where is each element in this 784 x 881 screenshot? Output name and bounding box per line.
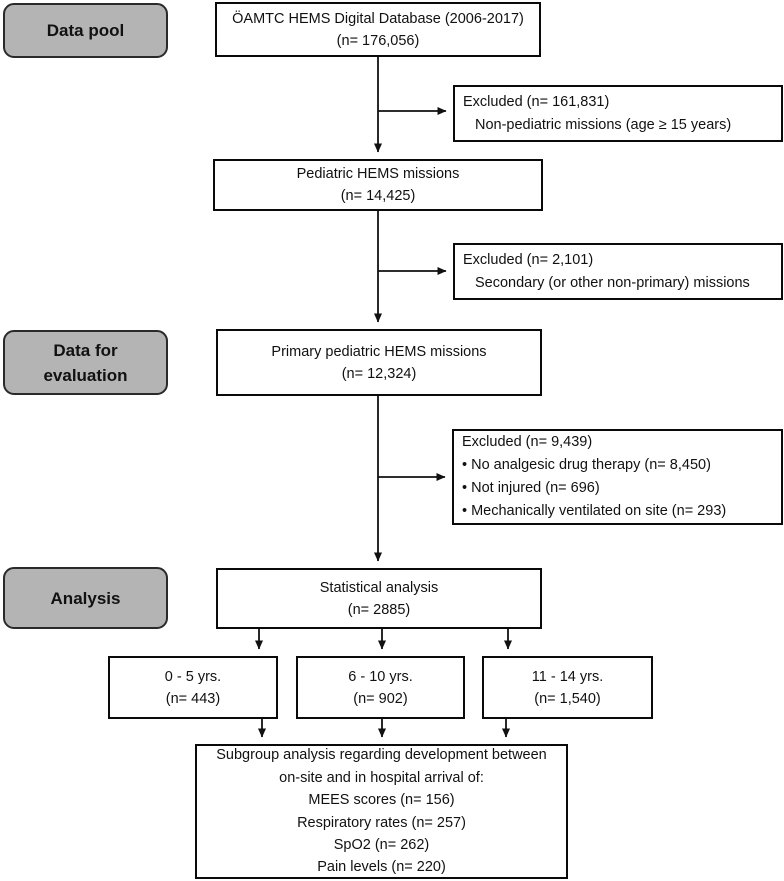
- stage-label-data-pool: Data pool: [3, 3, 168, 58]
- excluded-title: Excluded (n= 9,439): [462, 434, 593, 450]
- stage-label-text: Data for: [53, 340, 118, 360]
- box-excluded-secondary: Excluded (n= 2,101) Secondary (or other …: [453, 243, 783, 300]
- box-title: Pediatric HEMS missions: [296, 166, 460, 182]
- box-excluded-analgesia: Excluded (n= 9,439) • No analgesic drug …: [452, 429, 783, 525]
- excluded-reason: • No analgesic drug therapy (n= 8,450): [462, 457, 711, 473]
- box-title: 6 - 10 yrs.: [348, 668, 413, 685]
- stage-label-data-for-evaluation: Data for evaluation: [3, 330, 168, 395]
- excluded-reason: • Not injured (n= 696): [462, 480, 600, 496]
- box-title: Statistical analysis: [319, 579, 439, 596]
- subgroup-line: Respiratory rates (n= 257): [297, 814, 466, 831]
- box-title: ÖAMTC HEMS Digital Database (2006-2017): [232, 10, 524, 27]
- box-age-group-6-10: 6 - 10 yrs. (n= 902): [296, 656, 465, 719]
- box-count: (n= 14,425): [340, 188, 416, 204]
- stage-label-text: Analysis: [50, 588, 121, 608]
- excluded-title: Excluded (n= 2,101): [463, 251, 594, 268]
- box-age-group-11-14: 11 - 14 yrs. (n= 1,540): [482, 656, 653, 719]
- box-count: (n= 176,056): [336, 32, 420, 49]
- excluded-reason: Secondary (or other non-primary) mission…: [475, 274, 750, 291]
- box-title: 11 - 14 yrs.: [531, 668, 604, 685]
- subgroup-line: Subgroup analysis regarding development …: [216, 747, 547, 764]
- box-count: (n= 902): [353, 690, 408, 707]
- excluded-reason: Non-pediatric missions (age ≥ 15 years): [475, 116, 732, 133]
- subgroup-line: on-site and in hospital arrival of:: [279, 769, 484, 786]
- box-count: (n= 443): [165, 690, 221, 707]
- box-title: Primary pediatric HEMS missions: [271, 343, 487, 360]
- box-subgroup-analysis: Subgroup analysis regarding development …: [195, 744, 568, 879]
- box-age-group-0-5: 0 - 5 yrs. (n= 443): [108, 656, 278, 719]
- subgroup-line: MEES scores (n= 156): [308, 792, 455, 809]
- stage-label-text: Data pool: [46, 21, 125, 40]
- stage-label-text: evaluation: [43, 365, 128, 385]
- excluded-title: Excluded (n= 161,831): [463, 93, 610, 110]
- subgroup-line: SpO2 (n= 262): [333, 836, 430, 853]
- box-count: (n= 2885): [347, 601, 411, 618]
- stage-label-analysis: Analysis: [3, 567, 168, 629]
- box-statistical-analysis: Statistical analysis (n= 2885): [216, 568, 542, 629]
- box-excluded-non-pediatric: Excluded (n= 161,831) Non-pediatric miss…: [453, 85, 783, 142]
- subgroup-line: Pain levels (n= 220): [317, 859, 446, 876]
- box-title: 0 - 5 yrs.: [164, 668, 222, 685]
- box-count: (n= 1,540): [534, 690, 601, 707]
- box-database: ÖAMTC HEMS Digital Database (2006-2017) …: [215, 2, 541, 57]
- box-pediatric-missions: Pediatric HEMS missions (n= 14,425): [213, 159, 543, 211]
- box-primary-missions: Primary pediatric HEMS missions (n= 12,3…: [216, 329, 542, 396]
- box-count: (n= 12,324): [341, 365, 417, 382]
- excluded-reason: • Mechanically ventilated on site (n= 29…: [462, 503, 727, 519]
